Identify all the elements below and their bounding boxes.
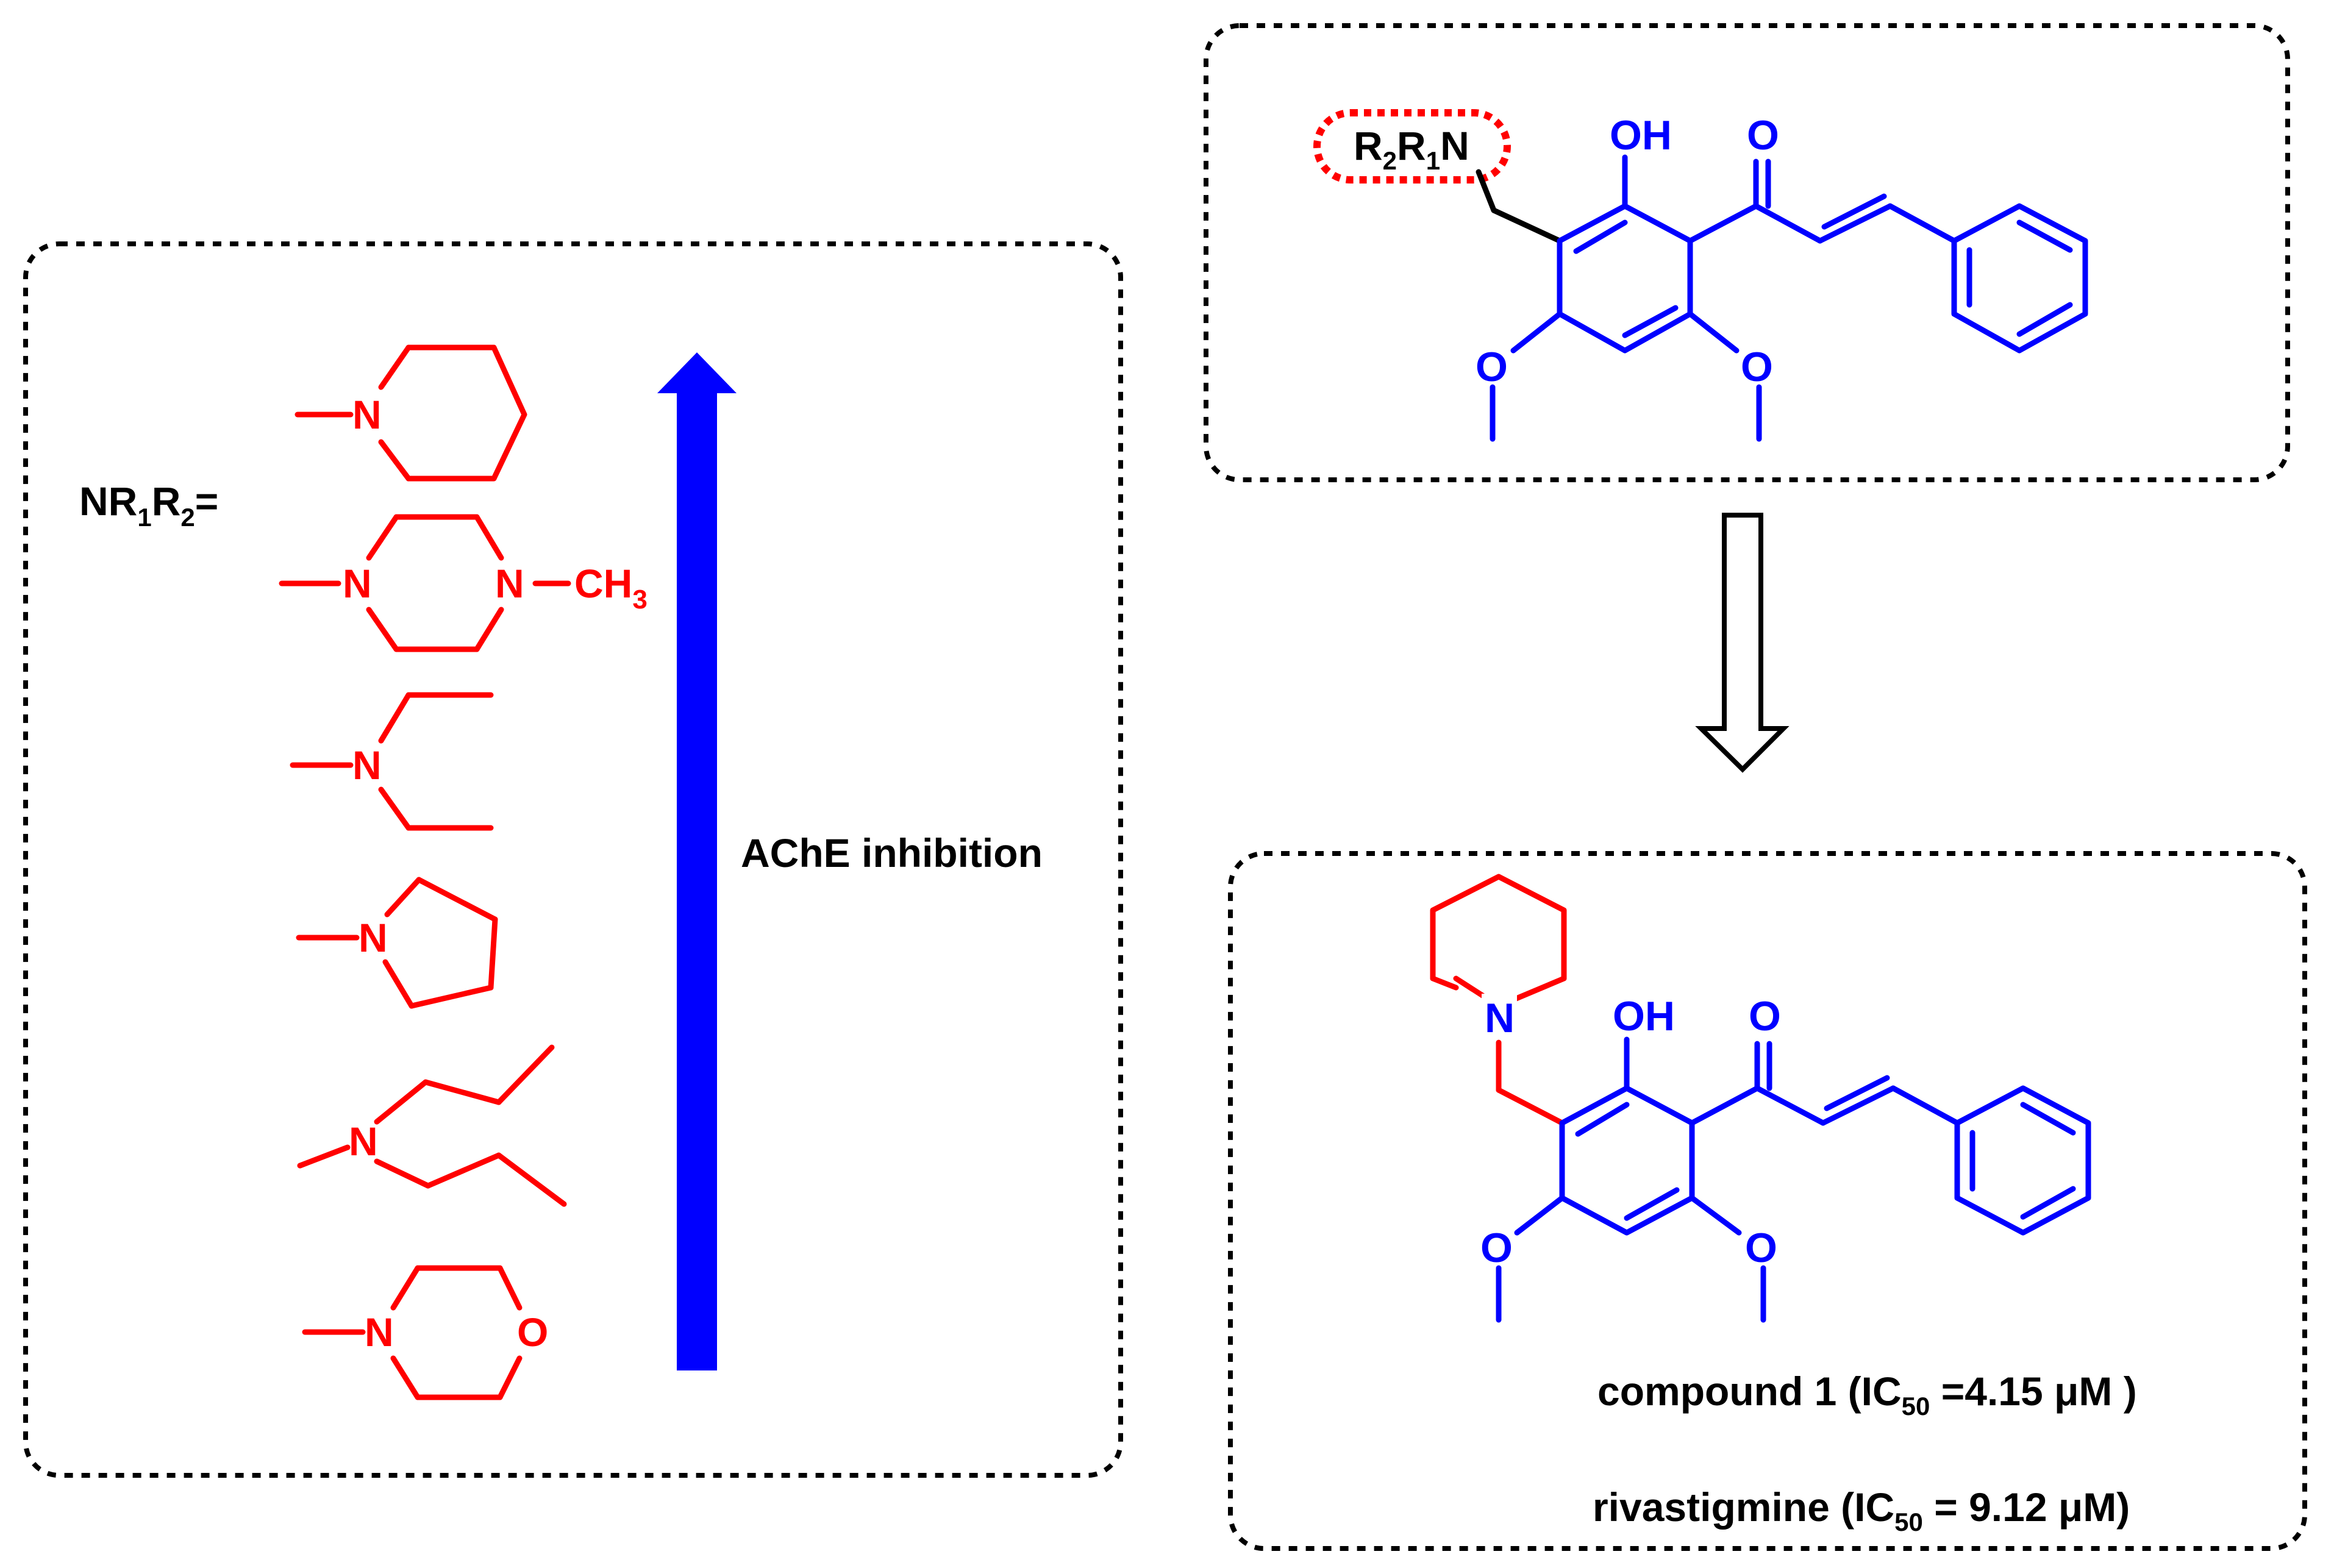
core-ring (1559, 1085, 1695, 1236)
atom-o: O (517, 1310, 548, 1355)
nr1r2-label: NR1R2= (79, 479, 218, 532)
atom-n: N (349, 1119, 378, 1164)
phenyl-ring (1951, 203, 2088, 354)
piperidine-group: N (1430, 874, 1567, 1126)
substituent-morpholine: N O (302, 1265, 548, 1400)
ache-inhibition-label: AChE inhibition (741, 830, 1043, 875)
atom-n: N (359, 915, 388, 960)
substituent-piperidine: N (294, 344, 527, 482)
atom-n: N (365, 1310, 394, 1355)
bottom-right-panel: N OH O O O compound 1 (IC50 (1228, 851, 2307, 1551)
substituent-methylpiperazine: N N CH3 (279, 514, 648, 652)
amine-label: R2R1N (1354, 123, 1469, 175)
substituent-dipropylamino: N (297, 1044, 567, 1207)
atom-n1: N (343, 561, 372, 606)
top-right-panel: R2R1N OH O O O (1204, 23, 2290, 482)
atom-n: N (352, 392, 382, 437)
methoxy-left-o: O (1476, 344, 1508, 390)
transform-arrow (1695, 513, 1790, 773)
piperidine-n: N (1485, 995, 1515, 1041)
top-right-panel-border (1204, 23, 2290, 482)
left-panel-border (23, 241, 1123, 1478)
compound-ic50-label: compound 1 (IC50 =4.15 μM ) (1597, 1369, 2137, 1420)
core-ring (1557, 203, 1693, 354)
left-panel: NR1R2= N N N CH3 (23, 241, 1123, 1478)
amine-highlight (1313, 109, 1511, 184)
methyl-label: CH3 (574, 561, 648, 615)
bottom-right-panel-border (1228, 851, 2307, 1551)
carbonyl-o: O (1749, 993, 1781, 1039)
methoxy-left-o: O (1480, 1225, 1513, 1271)
substituent-pyrrolidine: N (296, 877, 498, 1009)
methoxy-right-o: O (1745, 1225, 1777, 1271)
hydroxyl-label: OH (1610, 112, 1672, 159)
atom-n2: N (495, 561, 524, 606)
hydroxyl-label: OH (1613, 993, 1675, 1039)
methoxy-right-o: O (1741, 344, 1773, 390)
carbonyl-o: O (1747, 112, 1779, 159)
rivastigmine-ic50-label: rivastigmine (IC50 = 9.12 μM) (1593, 1484, 2130, 1536)
phenyl-ring (1954, 1085, 2091, 1236)
ache-inhibition-arrow (657, 352, 737, 1370)
atom-n: N (352, 743, 382, 788)
substituent-diethylamino: N (290, 692, 494, 831)
